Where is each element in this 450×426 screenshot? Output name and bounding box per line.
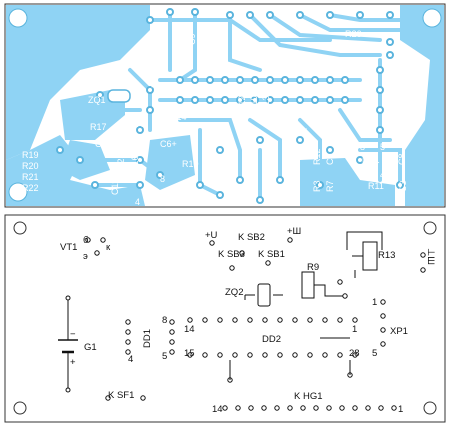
crystal-zq1-outline [107, 89, 131, 103]
label-r10: R10 [182, 159, 199, 169]
label-tsh: ⊥Ш [425, 248, 436, 265]
label-c13: C13 [261, 95, 271, 112]
label-plus-sh: +Ш [287, 226, 301, 237]
label-r23: R23 [116, 153, 126, 170]
label-r26: R26 [345, 29, 362, 39]
label-r17: R17 [90, 122, 107, 132]
label-r8: R8 [203, 121, 215, 131]
label-plus-u: +U [205, 230, 218, 241]
label-da2: DA2 [144, 187, 154, 205]
label-b: б [83, 235, 89, 246]
label-r4: R4 [172, 33, 182, 45]
label-r15: R15 [150, 71, 160, 88]
label-c14: C14 [127, 119, 144, 129]
label-pin-4: 4 [380, 170, 385, 180]
label-pin-5b: 5 [160, 192, 165, 202]
label-r20: R20 [22, 161, 39, 171]
label-c6: C6+ [160, 139, 177, 149]
label-r9: R9 [307, 262, 319, 273]
label-r2: R2 [203, 144, 215, 154]
label-c3: C3 [398, 180, 408, 192]
label-zq2: ZQ2 [225, 287, 243, 298]
label-c7: C7+ [95, 139, 112, 149]
label-pin-1c: 1 [372, 297, 377, 308]
label-r18: R18 [399, 98, 409, 115]
label-zq1: ZQ1 [88, 95, 106, 105]
label-pin-28: 28 [349, 348, 360, 359]
label-pin-8b: 8 [160, 174, 165, 184]
label-pin-14b: 14 [212, 404, 223, 415]
label-xp1: XP1 [390, 326, 408, 337]
label-r14: R14 [170, 112, 187, 122]
label-c12: C12 [237, 95, 247, 112]
label-pin-5d: 5 [372, 348, 377, 359]
label-vd1: +VD1 [185, 177, 195, 200]
label-pin-5c: 5 [162, 351, 167, 362]
label-r12: R12 [312, 148, 322, 165]
label-pin-5: 5 [380, 142, 385, 152]
label-r1: R1 [149, 33, 159, 45]
label-c10: C10 [249, 95, 259, 112]
label-pin-14: 14 [184, 324, 195, 335]
label-minus: − [70, 329, 76, 340]
label-r16: R16 [130, 155, 140, 172]
label-r19: R19 [22, 150, 39, 160]
label-r22: R22 [22, 183, 39, 193]
label-pin-4b: 4 [135, 197, 140, 207]
label-c8: C8 [397, 153, 407, 165]
label-khg1: K HG1 [294, 391, 323, 402]
label-k: к [106, 242, 111, 253]
label-pin-1e: 1 [398, 404, 403, 415]
label-c4: C4 [288, 159, 300, 169]
label-r11: R11 [368, 181, 384, 191]
label-plus: + [70, 357, 76, 368]
label-da1: DA1 [362, 155, 380, 165]
label-pin-1b: 1 [145, 182, 150, 192]
label-pin-4c: 4 [128, 354, 133, 365]
label-r25: R25 [345, 42, 362, 52]
label-ksb1: K SB1 [258, 249, 285, 260]
label-ksb3: K SB3 [218, 249, 245, 260]
label-ksf1: K SF1 [108, 390, 134, 401]
label-r7: R7 [325, 180, 335, 192]
label-pin-1: 1 [362, 170, 367, 180]
label-g1: G1 [84, 342, 97, 353]
label-dd2: DD2 [262, 334, 281, 345]
label-r6: R6 [203, 132, 215, 142]
label-c2: C2 [264, 188, 274, 200]
label-r5: R5 [296, 127, 308, 137]
label-c1: C1 [229, 188, 239, 200]
bottom-board: VT1 б к э +U K SB2 +Ш K SB3 K SB1 R13 ⊥Ш… [4, 214, 446, 423]
label-c11: C11 [110, 179, 120, 195]
label-vd2: VD2+ [399, 117, 409, 140]
label-vt1: VT1 [60, 242, 77, 253]
label-pin-15: 15 [184, 348, 195, 359]
label-pin-8c: 8 [162, 315, 167, 326]
label-ksb2: K SB2 [238, 232, 265, 243]
label-r24: R24 [172, 183, 182, 200]
label-c5: C5 [325, 153, 335, 165]
label-r13: R13 [378, 250, 395, 261]
label-r21: R21 [22, 172, 39, 182]
label-dd1: DD1 [142, 329, 153, 348]
label-c9: C9 [187, 33, 197, 45]
label-r3: R3 [312, 180, 322, 192]
label-pin-8: 8 [360, 142, 365, 152]
top-board: R1 R4 C9 R26 R25 R15 C12 C10 C13 ZQ1 R18… [4, 3, 446, 208]
label-e: э [83, 251, 88, 262]
label-pin-1d: 1 [352, 324, 357, 335]
